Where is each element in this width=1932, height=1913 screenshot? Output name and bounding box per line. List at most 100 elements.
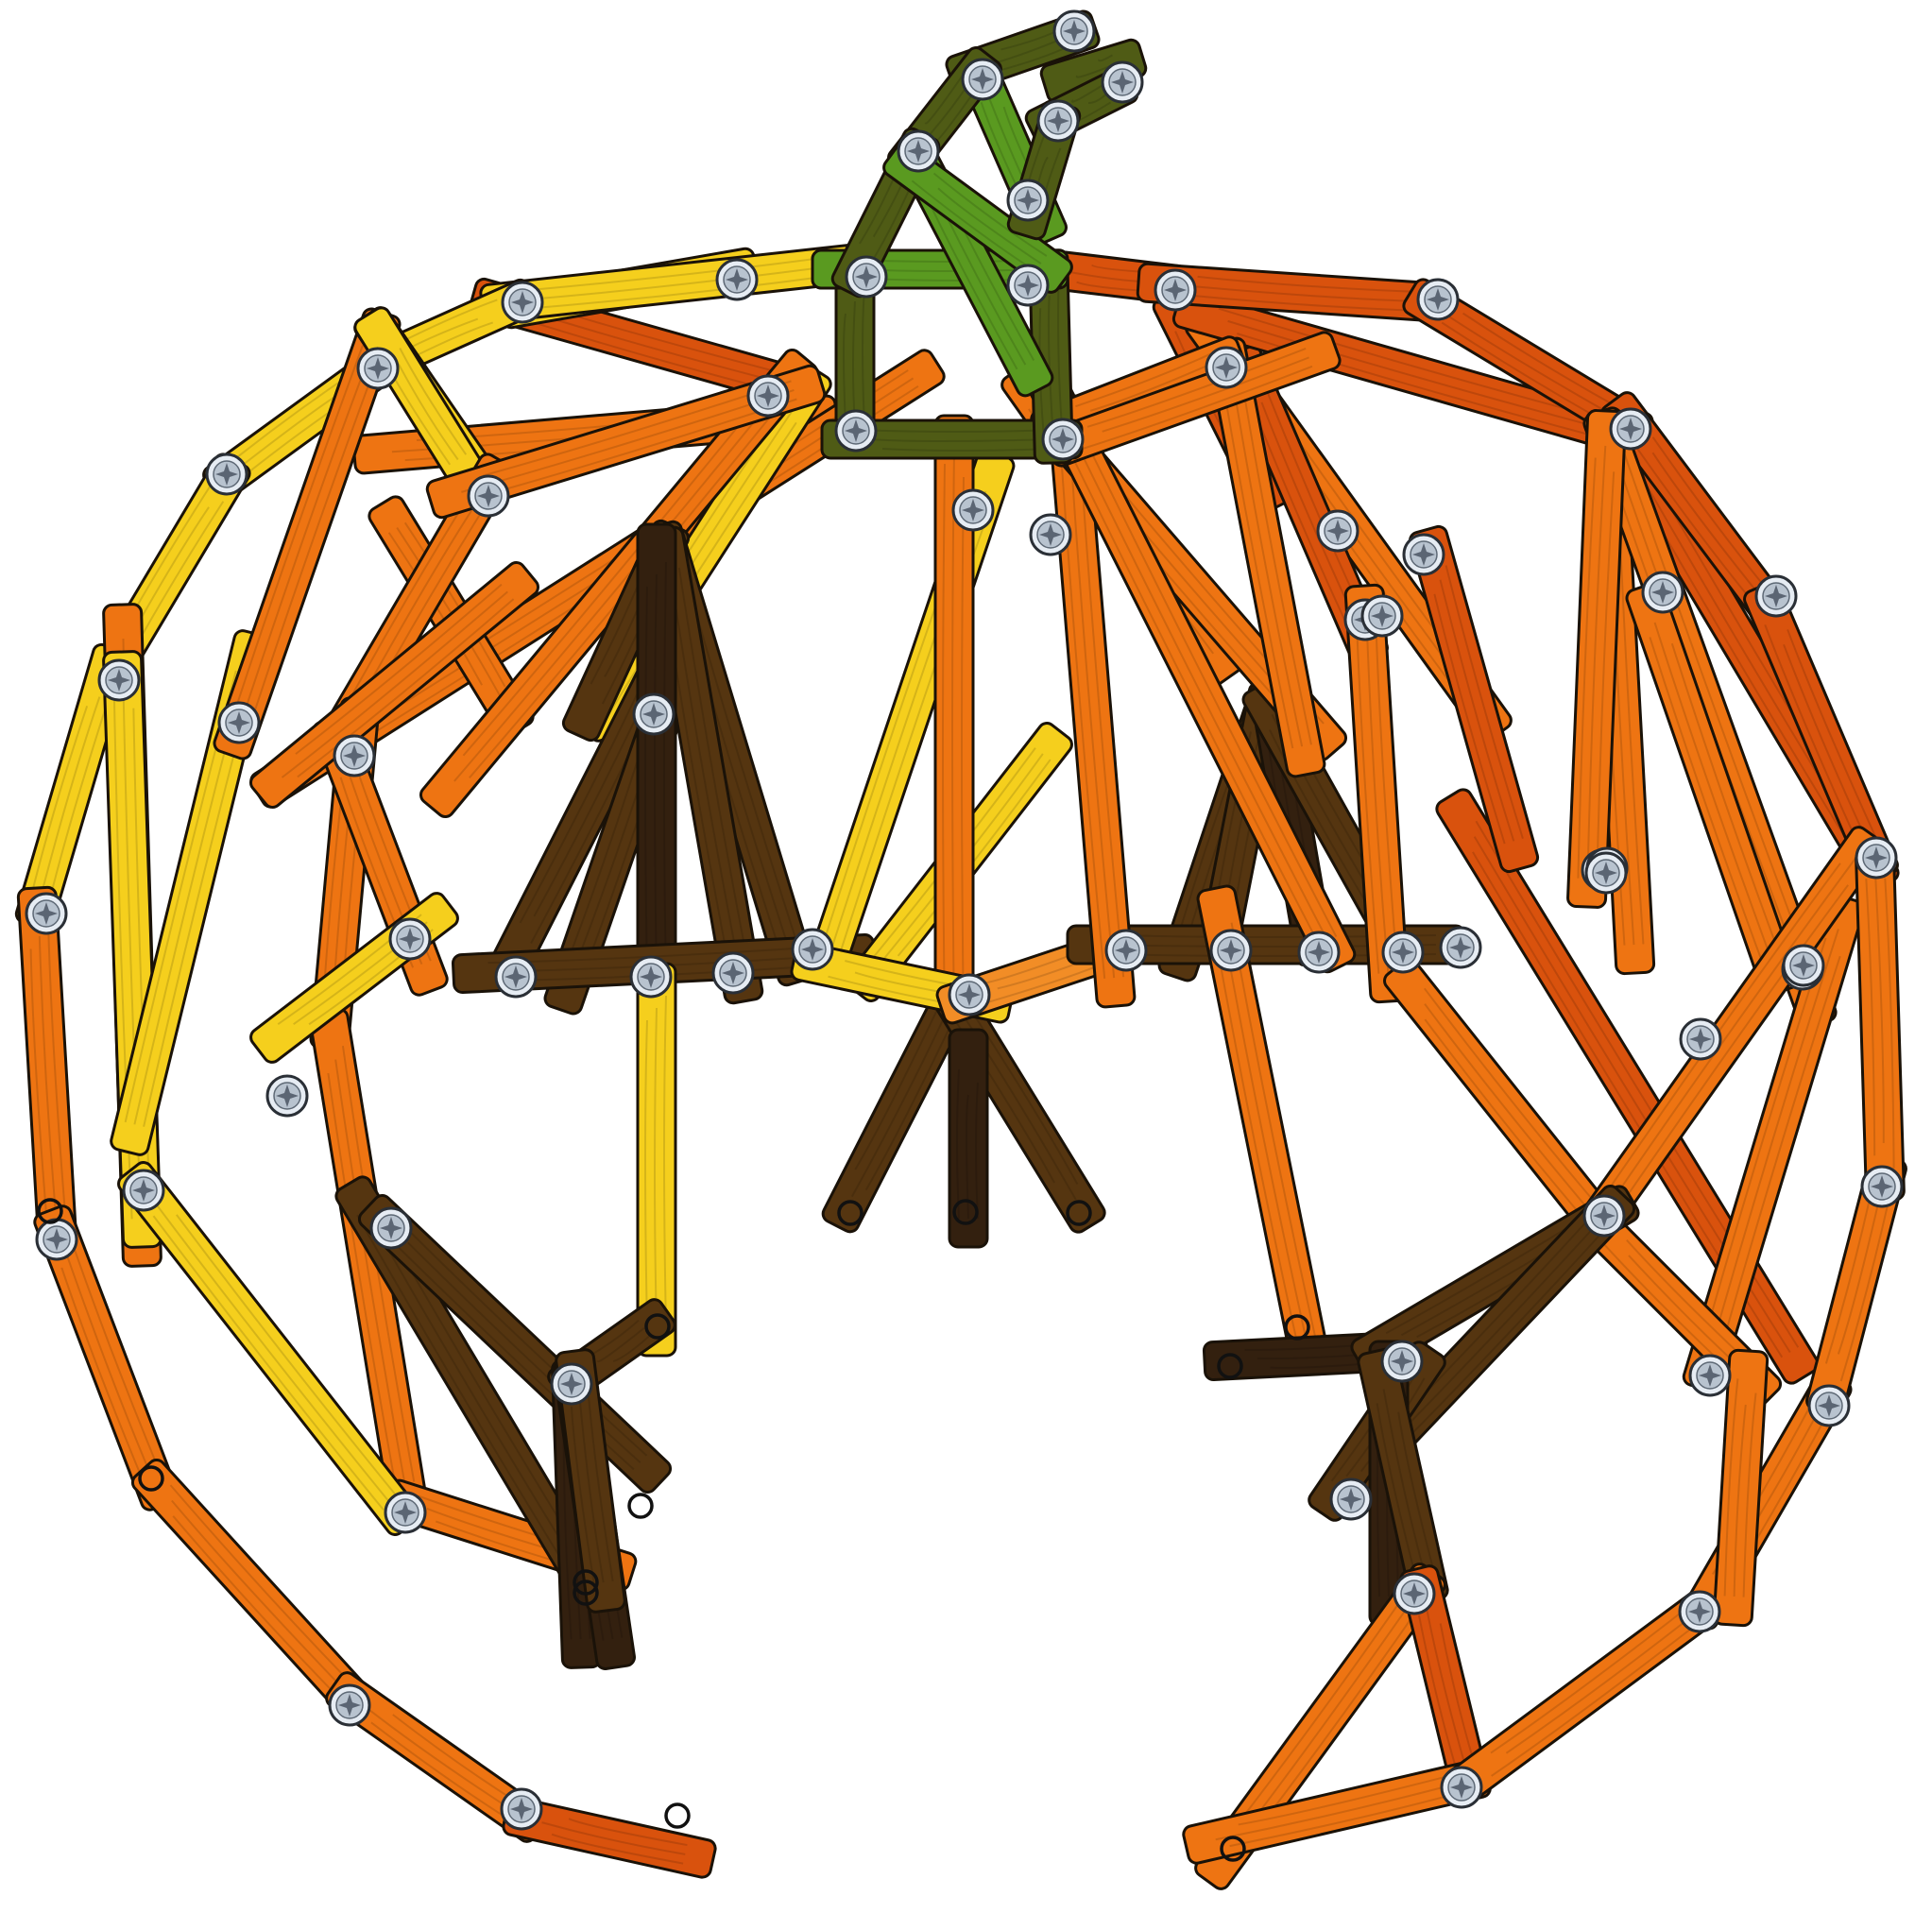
phillips-screw-icon bbox=[1209, 929, 1253, 972]
phillips-screw-icon bbox=[501, 281, 544, 324]
craft-stick bbox=[502, 1796, 717, 1879]
craft-stick bbox=[130, 1458, 375, 1721]
empty-hole-icon bbox=[1220, 1836, 1246, 1862]
sticks-layer bbox=[14, 9, 1907, 1890]
craft-stick bbox=[636, 962, 677, 1358]
empty-hole-icon bbox=[138, 1465, 164, 1492]
craft-stick bbox=[16, 885, 78, 1250]
phillips-screw-icon bbox=[1688, 1354, 1732, 1397]
phillips-screw-icon bbox=[715, 258, 759, 301]
phillips-screw-icon bbox=[356, 347, 400, 390]
phillips-screw-icon bbox=[333, 734, 376, 777]
empty-hole-icon bbox=[1066, 1200, 1092, 1226]
phillips-screw-icon bbox=[25, 892, 68, 935]
phillips-screw-icon bbox=[834, 409, 878, 453]
phillips-screw-icon bbox=[1678, 1590, 1721, 1633]
phillips-screw-icon bbox=[1381, 931, 1425, 974]
phillips-screw-icon bbox=[1584, 851, 1628, 895]
phillips-screw-icon bbox=[632, 692, 675, 736]
phillips-screw-icon bbox=[217, 701, 261, 744]
phillips-screw-icon bbox=[1439, 926, 1482, 969]
phillips-screw-icon bbox=[746, 374, 790, 418]
phillips-screw-icon bbox=[951, 488, 995, 532]
phillips-screw-icon bbox=[388, 917, 432, 961]
phillips-screw-icon bbox=[328, 1683, 371, 1727]
empty-hole-icon bbox=[664, 1802, 691, 1829]
craft-stick bbox=[1046, 394, 1137, 1009]
fasteners-layer bbox=[25, 9, 1904, 1862]
phillips-screw-icon bbox=[467, 474, 510, 518]
craft-stick bbox=[1855, 848, 1906, 1202]
phillips-screw-icon bbox=[265, 1074, 309, 1118]
phillips-screw-icon bbox=[1205, 346, 1248, 389]
craft-stick bbox=[249, 561, 539, 809]
empty-hole-icon bbox=[573, 1580, 599, 1606]
craft-stick bbox=[102, 650, 162, 1249]
phillips-screw-icon bbox=[1754, 574, 1798, 618]
empty-hole-icon bbox=[1284, 1314, 1310, 1341]
phillips-screw-icon bbox=[1609, 407, 1652, 451]
phillips-screw-icon bbox=[1855, 836, 1898, 880]
craft-stick bbox=[555, 1348, 626, 1614]
craft-stick bbox=[1399, 1564, 1492, 1803]
phillips-screw-icon bbox=[369, 1206, 413, 1250]
phillips-screw-icon bbox=[1041, 418, 1085, 461]
empty-hole-icon bbox=[37, 1198, 63, 1224]
craft-stick bbox=[117, 1161, 421, 1536]
phillips-screw-icon bbox=[1416, 278, 1460, 321]
phillips-screw-icon bbox=[1329, 1477, 1373, 1521]
craft-stick bbox=[1024, 363, 1357, 974]
craft-stick bbox=[1408, 524, 1540, 874]
empty-hole-icon bbox=[627, 1493, 654, 1519]
craft-stick bbox=[33, 1204, 180, 1512]
phillips-screw-icon bbox=[1052, 9, 1096, 53]
phillips-screw-icon bbox=[205, 453, 248, 496]
phillips-screw-icon bbox=[550, 1362, 593, 1406]
phillips-screw-icon bbox=[791, 928, 834, 971]
craft-stick bbox=[479, 243, 867, 324]
craft-stick bbox=[636, 522, 677, 1008]
empty-hole-icon bbox=[573, 1569, 599, 1596]
phillips-screw-icon bbox=[1782, 944, 1825, 987]
craft-stick bbox=[821, 972, 979, 1234]
phillips-screw-icon bbox=[1440, 1766, 1483, 1809]
phillips-screw-icon bbox=[122, 1169, 165, 1212]
phillips-screw-icon bbox=[1006, 179, 1050, 222]
craft-stick bbox=[1571, 1198, 1783, 1409]
craft-stick bbox=[1205, 336, 1326, 778]
phillips-screw-icon bbox=[1316, 509, 1359, 553]
craft-stick bbox=[1712, 1348, 1770, 1628]
phillips-screw-icon bbox=[35, 1218, 78, 1261]
craft-stick bbox=[1196, 884, 1331, 1374]
craft-stick bbox=[882, 141, 1073, 294]
phillips-screw-icon bbox=[500, 1787, 543, 1831]
phillips-screw-icon bbox=[384, 1491, 427, 1534]
phillips-screw-icon bbox=[1641, 571, 1684, 614]
phillips-screw-icon bbox=[1393, 1572, 1436, 1615]
phillips-screw-icon bbox=[1360, 594, 1404, 638]
phillips-screw-icon bbox=[1582, 1194, 1626, 1238]
phillips-screw-icon bbox=[1807, 1384, 1851, 1427]
empty-hole-icon bbox=[837, 1200, 863, 1226]
phillips-screw-icon bbox=[1860, 1165, 1904, 1208]
craft-stick bbox=[1600, 391, 1791, 629]
phillips-screw-icon bbox=[1380, 1340, 1424, 1383]
phillips-screw-icon bbox=[97, 658, 141, 702]
craft-stick bbox=[1343, 583, 1411, 1004]
phillips-screw-icon bbox=[948, 973, 991, 1016]
craft-stick bbox=[948, 1028, 989, 1249]
phillips-screw-icon bbox=[1104, 929, 1148, 972]
empty-hole-icon bbox=[952, 1199, 979, 1225]
phillips-screw-icon bbox=[1402, 533, 1445, 576]
empty-hole-icon bbox=[1217, 1353, 1243, 1379]
phillips-screw-icon bbox=[629, 955, 673, 999]
phillips-screw-icon bbox=[711, 951, 755, 995]
empty-hole-icon bbox=[644, 1313, 671, 1340]
craft-stick bbox=[1566, 409, 1627, 909]
phillips-screw-icon bbox=[1036, 99, 1080, 143]
craft-stick bbox=[820, 418, 1084, 460]
phillips-screw-icon bbox=[1154, 268, 1197, 312]
craft-stick bbox=[425, 364, 827, 520]
phillips-screw-icon bbox=[961, 58, 1004, 101]
